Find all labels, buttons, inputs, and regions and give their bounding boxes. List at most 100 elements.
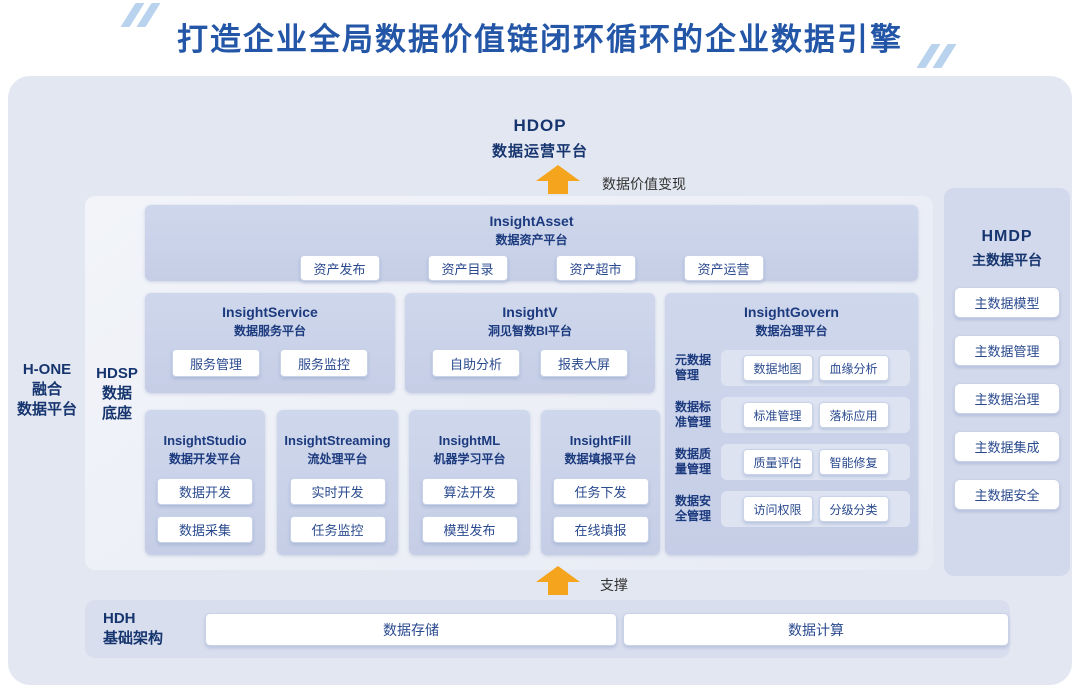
data-collect-chip: 数据采集 <box>157 516 253 543</box>
hdh-name: HDH <box>103 610 136 627</box>
online-fill-chip: 在线填报 <box>552 516 649 543</box>
label-line: 量管理 <box>675 462 712 476</box>
hdh-infrastructure-band: HDH 基础架构 数据存储 数据计算 <box>85 600 1010 658</box>
bi-chip-row: 自助分析 报表大屏 <box>405 349 655 377</box>
label-line: 管理 <box>675 368 700 382</box>
insight-govern-subtitle: 数据治理平台 <box>755 324 828 338</box>
service-manage-chip: 服务管理 <box>172 349 260 377</box>
govern-row-label: 数据标 准管理 <box>675 400 721 430</box>
master-data-govern-chip: 主数据治理 <box>954 383 1060 414</box>
bottom-arrow-label: 支撑 <box>600 577 628 593</box>
insight-ml-block: InsightML 机器学习平台 算法开发 模型发布 <box>409 410 530 555</box>
model-publish-chip: 模型发布 <box>421 516 518 543</box>
insight-fill-subtitle: 数据填报平台 <box>564 452 637 466</box>
insight-asset-name: InsightAsset <box>489 213 574 229</box>
hdsp-line2: 数据 <box>101 385 132 402</box>
hdop-subtitle: 数据运营平台 <box>491 143 588 160</box>
insight-studio-subtitle: 数据开发平台 <box>168 452 241 466</box>
label-line: 数据标 <box>675 400 712 414</box>
insight-studio-block: InsightStudio 数据开发平台 数据开发 数据采集 <box>145 410 265 555</box>
access-permission-chip: 访问权限 <box>742 496 813 522</box>
govern-row-label: 数据质 量管理 <box>675 447 721 477</box>
classification-chip: 分级分类 <box>818 496 889 522</box>
insight-streaming-name: InsightStreaming <box>284 433 391 448</box>
arrow-head <box>536 566 580 582</box>
master-data-security-chip: 主数据安全 <box>954 479 1060 510</box>
asset-publish-chip: 资产发布 <box>299 255 380 281</box>
main-architecture-panel: HDOP 数据运营平台 数据价值变现 H-ONE 融合 数据平台 HDSP 数据… <box>8 76 1072 685</box>
standard-apply-chip: 落标应用 <box>818 402 889 428</box>
master-data-manage-chip: 主数据管理 <box>954 335 1060 366</box>
govern-chip-group: 标准管理 落标应用 <box>721 397 910 433</box>
task-monitor-chip: 任务监控 <box>289 516 386 543</box>
hdsp-base-label: HDSP 数据 底座 <box>88 364 146 424</box>
asset-operation-chip: 资产运营 <box>683 255 764 281</box>
data-compute-chip: 数据计算 <box>623 613 1009 646</box>
hmdp-subtitle: 主数据平台 <box>972 252 1042 268</box>
asset-catalog-chip: 资产目录 <box>427 255 508 281</box>
govern-chip-group: 数据地图 血缘分析 <box>721 350 910 386</box>
hone-line1: H-ONE <box>22 361 72 378</box>
master-data-model-chip: 主数据模型 <box>954 287 1060 318</box>
govern-row-security: 数据安 全管理 访问权限 分级分类 <box>675 491 910 527</box>
arrow-stem <box>548 181 568 194</box>
govern-row-quality: 数据质 量管理 质量评估 智能修复 <box>675 444 910 480</box>
up-arrow-icon <box>536 165 580 194</box>
report-screen-chip: 报表大屏 <box>540 349 628 377</box>
insight-v-subtitle: 洞见智数BI平台 <box>487 324 572 338</box>
task-dispatch-chip: 任务下发 <box>552 478 649 505</box>
arrow-head <box>536 165 580 181</box>
govern-row-metadata: 元数据 管理 数据地图 血缘分析 <box>675 350 910 386</box>
page-title: 打造企业全局数据价值链闭环循环的企业数据引擎 <box>177 22 903 57</box>
smart-repair-chip: 智能修复 <box>818 449 889 475</box>
insight-fill-block: InsightFill 数据填报平台 任务下发 在线填报 <box>541 410 660 555</box>
insight-streaming-block: InsightStreaming 流处理平台 实时开发 任务监控 <box>277 410 398 555</box>
govern-row-label: 数据安 全管理 <box>675 494 721 524</box>
label-line: 数据质 <box>675 447 712 461</box>
self-analysis-chip: 自助分析 <box>432 349 520 377</box>
insight-asset-block: InsightAsset 数据资产平台 资产发布 资产目录 资产超市 资产运营 <box>145 205 918 281</box>
insight-streaming-subtitle: 流处理平台 <box>307 452 368 466</box>
standard-manage-chip: 标准管理 <box>742 402 813 428</box>
insight-service-block: InsightService 数据服务平台 服务管理 服务监控 <box>145 293 395 393</box>
top-arrow-label: 数据价值变现 <box>602 176 686 192</box>
hone-platform-label: H-ONE 融合 数据平台 <box>10 360 84 420</box>
up-arrow-icon <box>536 566 580 595</box>
insight-studio-name: InsightStudio <box>163 433 247 448</box>
title-decor-right-icon <box>916 44 957 68</box>
insight-service-subtitle: 数据服务平台 <box>233 324 306 338</box>
label-line: 数据安 <box>675 494 712 508</box>
hdsp-line3: 底座 <box>101 405 132 422</box>
govern-chip-group: 质量评估 智能修复 <box>721 444 910 480</box>
hdsp-data-base-panel: InsightAsset 数据资产平台 资产发布 资产目录 资产超市 资产运营 … <box>85 196 933 570</box>
insight-fill-name: InsightFill <box>569 433 632 448</box>
arrow-stem <box>548 582 568 595</box>
insight-govern-block: InsightGovern 数据治理平台 元数据 管理 数据地图 血缘分析 数据… <box>665 293 918 555</box>
data-map-chip: 数据地图 <box>742 355 813 381</box>
service-monitor-chip: 服务监控 <box>280 349 368 377</box>
algorithm-develop-chip: 算法开发 <box>421 478 518 505</box>
hone-line2: 融合 <box>31 381 62 398</box>
hdop-name: HDOP <box>513 116 567 135</box>
hone-line3: 数据平台 <box>16 401 77 418</box>
hmdp-name: HMDP <box>981 228 1033 245</box>
data-storage-chip: 数据存储 <box>205 613 617 646</box>
govern-row-label: 元数据 管理 <box>675 353 721 383</box>
insight-v-name: InsightV <box>502 304 558 320</box>
hdh-label: HDH 基础架构 <box>103 609 163 649</box>
insight-v-block: InsightV 洞见智数BI平台 自助分析 报表大屏 <box>405 293 655 393</box>
insight-ml-name: InsightML <box>438 433 501 448</box>
hdh-subtitle: 基础架构 <box>103 630 164 647</box>
title-decor-left-icon <box>120 3 161 27</box>
hdsp-line1: HDSP <box>96 365 138 382</box>
asset-chip-row: 资产发布 资产目录 资产超市 资产运营 <box>145 255 918 281</box>
data-develop-chip: 数据开发 <box>157 478 253 505</box>
asset-market-chip: 资产超市 <box>555 255 636 281</box>
service-chip-row: 服务管理 服务监控 <box>145 349 395 377</box>
insight-service-name: InsightService <box>222 304 318 320</box>
realtime-develop-chip: 实时开发 <box>289 478 386 505</box>
govern-row-standard: 数据标 准管理 标准管理 落标应用 <box>675 397 910 433</box>
govern-chip-group: 访问权限 分级分类 <box>721 491 910 527</box>
master-data-integrate-chip: 主数据集成 <box>954 431 1060 462</box>
insight-ml-subtitle: 机器学习平台 <box>433 452 506 466</box>
